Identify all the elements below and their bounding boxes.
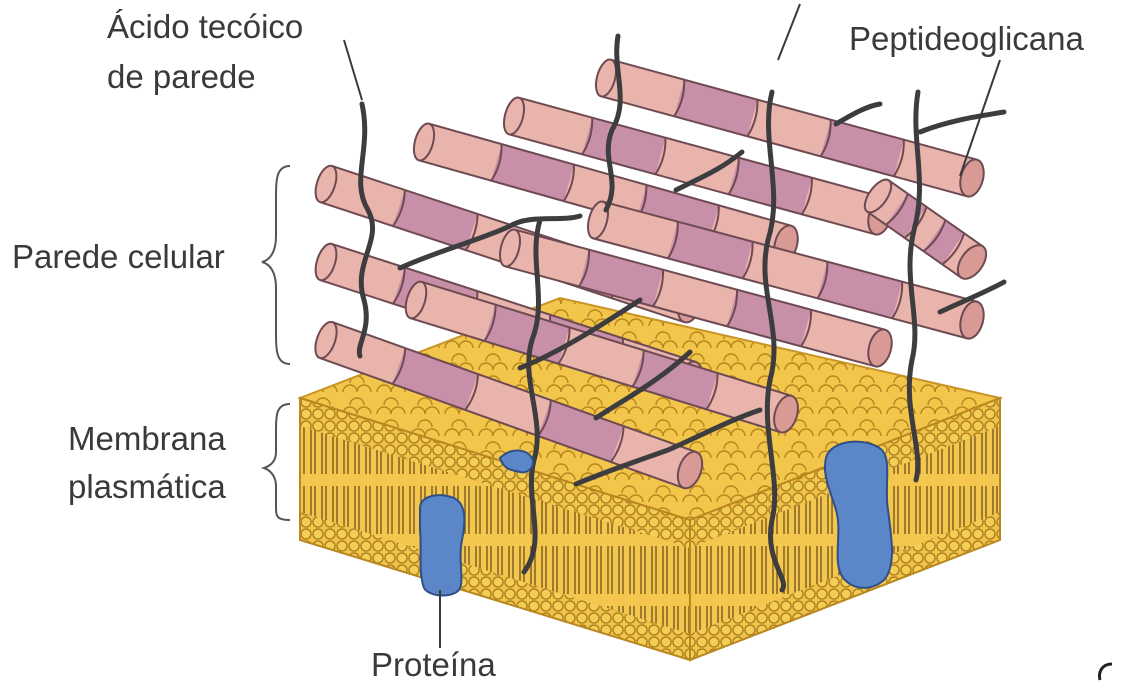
teichoic-acid-label-line2: de parede (107, 58, 256, 96)
teichoic-leader-line (344, 40, 362, 100)
membrane-brace (264, 404, 290, 520)
membrane-label-line2: plasmática (68, 468, 226, 506)
teichoic-acid-label-line1: Ácido tecóico (107, 8, 303, 46)
teichoic-strand (359, 104, 372, 356)
top-leader-line (778, 4, 800, 60)
cell-wall-label: Parede celular (12, 238, 225, 276)
protein-label: Proteína (371, 646, 496, 684)
teichoic-strand (920, 112, 1004, 132)
membrane-label-line1: Membrana (68, 420, 226, 458)
teichoic-strand (836, 104, 880, 124)
cell-wall-brace (262, 166, 290, 364)
peptidoglycan-label: Peptideoglicana (849, 20, 1084, 58)
protein-left (420, 495, 464, 595)
corner-mark (1100, 664, 1113, 680)
